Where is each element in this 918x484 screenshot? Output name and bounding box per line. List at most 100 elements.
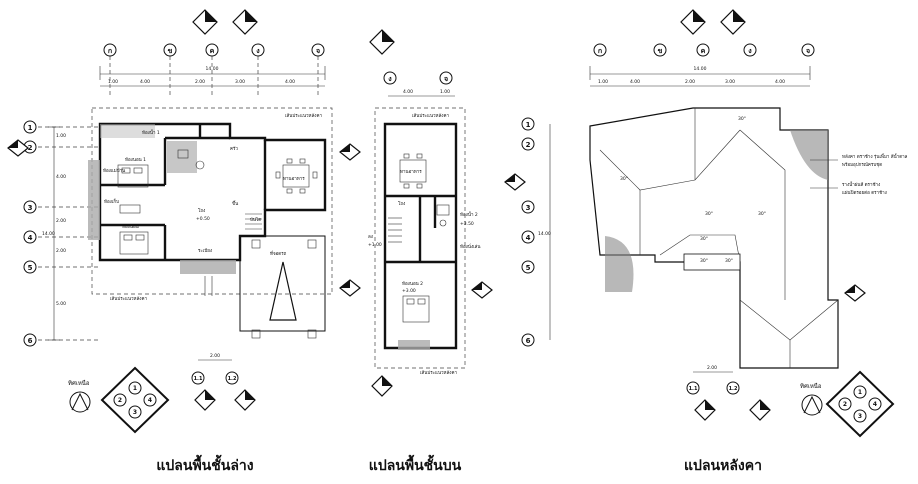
- grid-bubble-row-1: 1: [28, 124, 33, 132]
- roof-grid-row-5: 5: [526, 264, 531, 272]
- roof-notes: หลังคา ตราช้าง รุ่นเพิ้มา สีน้ำตาล พร้อม…: [810, 153, 908, 196]
- dining-set-upper: [399, 153, 427, 189]
- grid-bubble-row-3: 3: [28, 204, 33, 212]
- roof-grid-col-1: ก: [598, 47, 602, 55]
- compass-ground-q3: 2: [118, 397, 122, 404]
- sub-span-ground: 2.00: [210, 353, 220, 359]
- roof-span-4: 3.00: [725, 79, 735, 85]
- slope-7: 30°: [725, 258, 733, 264]
- sub-grid-roof: 2.00 1.1 1.2: [686, 365, 740, 395]
- upper-room-bed-2: ห้องนอน 2: [402, 281, 423, 287]
- room-label-bed: ห้องนอน: [122, 224, 139, 230]
- grid-bubble-row-4: 4: [28, 234, 33, 242]
- row-dim-5: 5.00: [56, 301, 66, 307]
- section-markers-upper: [369, 29, 493, 397]
- roof-slope-labels: 30° 30° 30° 30° 30° 30° 30°: [620, 116, 766, 264]
- room-label-carport: ที่จอดรถ: [270, 250, 287, 257]
- kitchen-counter: [100, 124, 155, 138]
- grid-bubble-row-6: 6: [28, 337, 33, 345]
- slope-5: 30°: [738, 116, 746, 122]
- compass-key-ground: 1 4 2 3: [100, 366, 170, 434]
- roof-note-1: หลังคา ตราช้าง รุ่นเพิ้มา สีน้ำตาล: [842, 153, 908, 160]
- span-3: 2.00: [195, 79, 205, 85]
- compass-ground-q2: 4: [148, 397, 152, 404]
- roof-note-4: แผ่นปิดรอยต่อ ตราช้าง: [842, 190, 887, 196]
- upper-plan-title: แปลนพื้นชั้นบน: [369, 454, 462, 474]
- sub-grid-ground: 2.00 1.1 1.2: [191, 353, 239, 385]
- slope-4: 30°: [758, 211, 766, 217]
- roof-grid-row-6: 6: [526, 337, 531, 345]
- roof-span-5: 4.00: [775, 79, 785, 85]
- roof-grid-row-3: 3: [526, 204, 531, 212]
- roof-row-grid: 1 2 3 4 5 6 14.00: [521, 117, 551, 347]
- roof-plan-title: แปลนหลังคา: [684, 458, 762, 474]
- span-2: 4.00: [140, 79, 150, 85]
- room-label-maid: ห้องแม่บ้าน: [103, 168, 125, 174]
- section-markers-ground: [7, 9, 361, 411]
- span-4: 3.00: [235, 79, 245, 85]
- slope-1: 30°: [620, 176, 628, 182]
- compass-key-roof: 1 4 2 3: [825, 370, 895, 438]
- ground-floor-plan: 14.00 1.00 4.00 2.00 3.00 4.00 ก ข ค ง จ…: [7, 9, 361, 474]
- roof-grid-col-2: ข: [658, 47, 663, 55]
- sub-bubble-2-ground: 1.2: [228, 376, 237, 382]
- upper-span-1: 4.00: [403, 89, 413, 95]
- bedroom-upper: [398, 295, 430, 350]
- stair-down-label: ลง: [368, 235, 373, 240]
- upper-floor-plan: 4.00 1.00 ง จ เส้นประแนวหลังคา: [368, 29, 493, 474]
- upper-room-hall: โถง: [398, 200, 405, 207]
- room-label-hall: โถง: [198, 207, 205, 214]
- column-grid: ก ข ค ง จ: [103, 43, 325, 96]
- grid-bubble-col-4: ง: [256, 47, 260, 55]
- slope-2: 30°: [705, 211, 713, 217]
- slope-3: 30°: [700, 236, 708, 242]
- side-total-dimension: 14.00: [42, 231, 55, 237]
- roof-line-label-upper-2: เส้นประแนวหลังคา: [420, 370, 457, 376]
- upper-level-3: +1.00: [368, 242, 382, 248]
- roof-grid-row-2: 2: [526, 141, 531, 149]
- upper-walls: [383, 122, 458, 350]
- span-1: 1.00: [108, 79, 118, 85]
- room-label-bath-1: ห้องน้ำ 1: [142, 129, 160, 136]
- compass-roof-q1: 1: [858, 389, 862, 396]
- upper-grid-col-2: จ: [444, 75, 448, 83]
- entry-steps: [180, 260, 236, 296]
- north-arrow-ground: ทิศเหนือ: [68, 379, 91, 413]
- roof-line-label-upper: เส้นประแนวหลังคา: [412, 113, 449, 119]
- ground-walls: [98, 122, 327, 262]
- roof-grid-col-5: จ: [806, 47, 810, 55]
- grid-bubble-col-3: ค: [210, 47, 215, 55]
- upper-level-2: +3.00: [402, 288, 416, 294]
- room-label-store: ห้องเก็บ: [104, 197, 119, 205]
- room-label-terrace: ระเบียง: [198, 248, 212, 254]
- north-label-ground: ทิศเหนือ: [68, 379, 90, 387]
- roof-overall-dimension: 14.00: [694, 66, 707, 72]
- row-dim-4: 2.00: [56, 248, 66, 254]
- bedroom-1: [117, 164, 149, 214]
- stair-upper: ลง: [368, 217, 402, 243]
- bath-upper: [436, 204, 450, 227]
- overall-dimension: 14.00: [206, 66, 219, 72]
- roof-note-3: รางน้ำฝนสี ตราช้าง: [842, 181, 880, 188]
- roof-line-label-2: เส้นประแนวหลังคา: [110, 296, 147, 302]
- stair-ground: ขึ้น: [232, 200, 262, 230]
- north-label-roof: ทิศเหนือ: [800, 382, 822, 390]
- room-label-bed-1: ห้องนอน 1: [125, 157, 146, 163]
- compass-roof-q3: 2: [843, 401, 847, 408]
- level-label-ground: +0.50: [196, 216, 210, 222]
- roof-span-1: 1.00: [598, 79, 608, 85]
- room-label-dining: ทานอาหาร: [283, 176, 305, 182]
- roof-outline-upper: [374, 107, 466, 369]
- upper-room-living: ห้องนั่งเล่น: [460, 243, 481, 250]
- grid-bubble-row-2: 2: [28, 144, 33, 152]
- grid-bubble-row-5: 5: [28, 264, 33, 272]
- roof-grid-row-1: 1: [526, 121, 531, 129]
- bathroom-ground: [167, 141, 205, 173]
- compass-roof-q4: 3: [858, 413, 862, 420]
- row-dim-2: 4.00: [56, 174, 66, 180]
- roof-grid-col-4: ง: [748, 47, 752, 55]
- roof-span-2: 4.00: [630, 79, 640, 85]
- roof-plan: 14.00 1.00 4.00 2.00 3.00 4.00 ก ข ค ง จ…: [504, 9, 908, 474]
- grid-bubble-col-2: ข: [168, 47, 173, 55]
